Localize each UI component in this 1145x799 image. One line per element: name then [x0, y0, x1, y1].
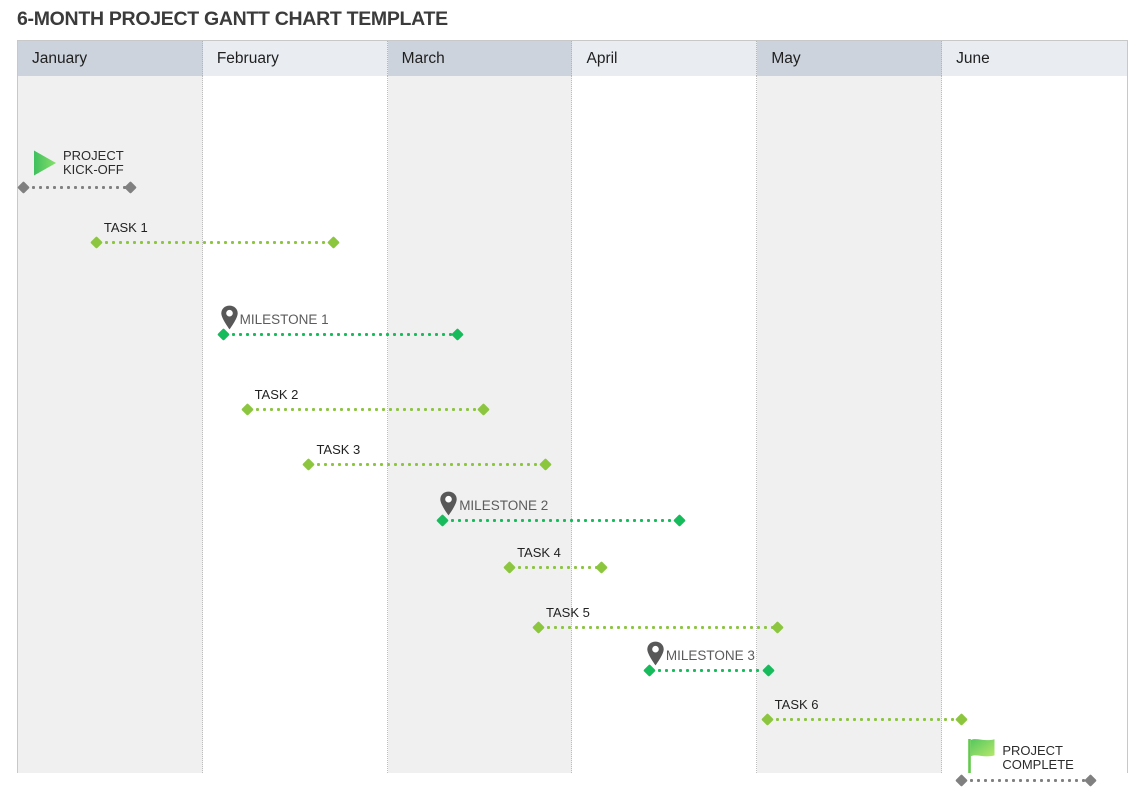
bar-end-diamond-icon: [770, 621, 784, 634]
bar-end-diamond-icon: [123, 181, 137, 194]
task-label: TASK 3: [316, 441, 361, 457]
bar-end-diamond-icon: [672, 514, 686, 527]
month-header-label: June: [956, 49, 990, 67]
bar-end-diamond-icon: [327, 236, 341, 249]
month-header-row: January February March April May June: [18, 41, 1127, 76]
bar-dotted-line: [246, 407, 485, 411]
month-column-march: [387, 76, 573, 773]
bar-dotted-line: [442, 519, 680, 522]
gantt-bar-milestone-3[interactable]: [643, 664, 775, 677]
bar-dotted-line: [766, 718, 963, 721]
gantt-bar-task-6[interactable]: [760, 713, 969, 726]
map-pin-icon: [220, 305, 239, 330]
bar-dotted-line: [509, 565, 602, 569]
task-label: TASK 1: [103, 219, 148, 235]
month-header-label: May: [771, 49, 801, 67]
milestone-label: MILESTONE 2: [459, 498, 549, 513]
month-column-february: [202, 76, 388, 773]
bar-end-diamond-icon: [539, 458, 552, 471]
bar-start-diamond-icon: [89, 236, 103, 249]
bar-end-diamond-icon: [477, 403, 490, 416]
bar-end-diamond-icon: [1084, 774, 1097, 787]
month-header-label: January: [32, 49, 88, 67]
task-label: TASK 2: [254, 386, 299, 402]
bar-start-diamond-icon: [503, 561, 516, 574]
month-header-june: June: [942, 41, 1127, 76]
gantt-chart: January February March April May June PROJECT…: [17, 40, 1128, 787]
bar-start-diamond-icon: [240, 403, 254, 416]
gantt-bar-project-complete[interactable]: [955, 774, 1097, 787]
month-header-april: April: [572, 41, 758, 76]
bar-dotted-line: [308, 462, 546, 466]
month-header-january: January: [18, 41, 203, 76]
bar-start-diamond-icon: [532, 621, 545, 634]
marker-label-line: COMPLETE: [1002, 757, 1074, 773]
bar-start-diamond-icon: [302, 458, 316, 471]
month-column-january: [18, 76, 203, 773]
gantt-bar-task-3[interactable]: [302, 458, 552, 471]
milestone-label: MILESTONE 3: [665, 648, 755, 663]
month-column-june: [942, 76, 1127, 773]
bar-end-diamond-icon: [595, 561, 608, 574]
bar-end-diamond-icon: [761, 664, 775, 677]
month-header-february: February: [202, 41, 388, 76]
flag-icon: [966, 737, 998, 775]
bar-start-diamond-icon: [955, 774, 969, 787]
play-triangle-icon: [32, 149, 58, 177]
bar-start-diamond-icon: [17, 181, 30, 194]
bar-dotted-line: [538, 626, 778, 629]
bar-start-diamond-icon: [643, 664, 656, 677]
bar-end-diamond-icon: [451, 328, 465, 341]
bar-dotted-line: [961, 778, 1092, 782]
month-column-april: [572, 76, 758, 773]
bar-start-diamond-icon: [436, 514, 450, 527]
task-label: TASK 4: [517, 544, 561, 560]
month-header-label: April: [586, 49, 618, 67]
marker-label-line: KICK-OFF: [62, 162, 124, 178]
task-label: TASK 5: [546, 605, 590, 620]
marker-label-line: PROJECT: [62, 147, 124, 163]
gantt-bar-task-5[interactable]: [532, 621, 784, 634]
month-column-may: [757, 76, 943, 773]
map-pin-icon: [646, 641, 665, 666]
month-header-march: March: [387, 41, 573, 76]
gantt-bar-task-2[interactable]: [240, 403, 490, 416]
month-header-label: March: [401, 49, 445, 67]
month-column-background: [18, 76, 1127, 773]
page-title: 6-MONTH PROJECT GANTT CHART TEMPLATE: [17, 8, 448, 30]
bar-dotted-line: [95, 240, 335, 244]
gantt-bar-task-4[interactable]: [503, 561, 608, 574]
gantt-bar-milestone-2[interactable]: [436, 514, 686, 527]
gantt-bar-task-1[interactable]: [89, 236, 341, 249]
bar-dotted-line: [648, 669, 769, 672]
marker-label-line: PROJECT: [1002, 742, 1063, 758]
bar-start-diamond-icon: [760, 713, 774, 726]
gantt-bar-milestone-1[interactable]: [216, 328, 465, 341]
bar-end-diamond-icon: [955, 713, 969, 726]
month-header-may: May: [757, 41, 943, 76]
month-header-label: February: [216, 49, 279, 67]
bar-dotted-line: [222, 332, 459, 336]
gantt-bar-project-kick-off[interactable]: [17, 181, 137, 194]
map-pin-icon: [439, 491, 458, 516]
bar-dotted-line: [22, 185, 131, 189]
milestone-label: MILESTONE 1: [239, 311, 329, 327]
task-label: TASK 6: [774, 697, 819, 712]
